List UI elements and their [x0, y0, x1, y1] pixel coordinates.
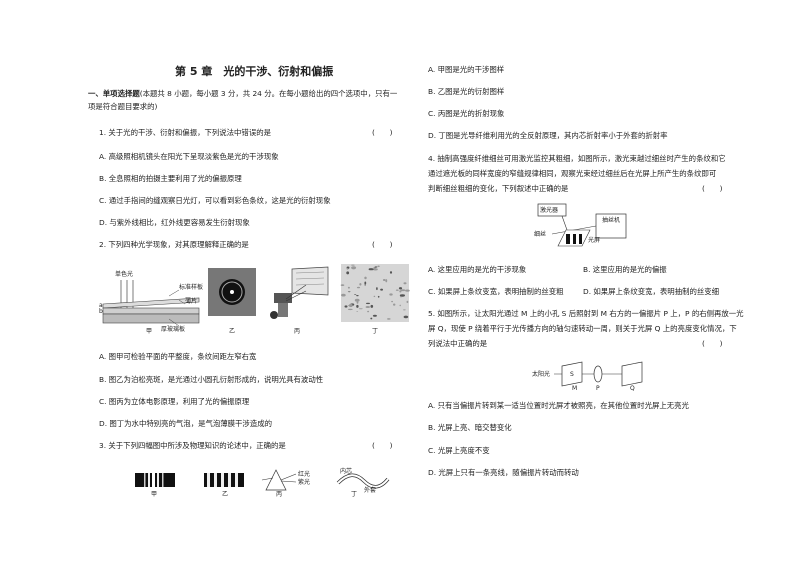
label-sun: 太阳光 — [532, 370, 550, 378]
q4-option-b: B. 这里应用的是光的偏振 — [583, 265, 667, 274]
q1-option-c: C. 通过手指间的缝观察日光灯，可以看到彩色条纹，这是光的衍射现象 — [99, 196, 331, 205]
q2-option-b: B. 图乙为泊松亮斑，是光通过小圆孔衍射形成的，说明光具有波动性 — [99, 375, 324, 384]
q3-option-c: C. 丙图是光的折射现象 — [428, 109, 505, 118]
q4-stem-line3: 判断细丝粗细的变化，下列叙述中正确的是 — [428, 184, 569, 193]
q5-stem-line2: 屏 Q，现使 P 绕着平行于光传播方向的轴匀速转动一周，则关于光屏 Q 上的亮度… — [428, 324, 737, 333]
label-light: 单色光 — [115, 270, 133, 278]
label-s: S — [570, 371, 574, 378]
q2-stem: 2. 下列四种光学现象，对其原理解释正确的是 — [99, 240, 249, 249]
q1-option-b: B. 全息照相的拍摄主要利用了光的偏振原理 — [99, 174, 242, 183]
q3-figure-ding: 内芯 外套 — [336, 467, 390, 494]
q5-option-d: D. 光屏上只有一条亮线，随偏振片转动而转动 — [428, 468, 579, 477]
q3-caption-ding: 丁 — [351, 491, 358, 498]
section-instr-line2: 项是符合题目要求的) — [88, 102, 158, 111]
q3-caption-bing: 丙 — [276, 491, 283, 498]
q4-option-d: D. 如果屏上条纹变宽，表明抽制的丝变细 — [583, 287, 720, 296]
label-screen: 光屏 — [588, 236, 600, 244]
q2-caption-jia: 甲 — [146, 328, 153, 335]
q4-option-a: A. 这里应用的是光的干涉现象 — [428, 265, 527, 274]
q2-figure-yi — [208, 268, 256, 316]
label-laser: 激光器 — [540, 206, 558, 214]
q5-stem-line1: 5. 如图所示，让太阳光通过 M 上的小孔 S 后照射到 M 右方的一偏振片 P… — [428, 309, 744, 318]
q5-option-c: C. 光屏上亮度不变 — [428, 446, 490, 455]
q3-caption-jia: 甲 — [151, 491, 158, 498]
q3-figure-jia — [135, 473, 175, 487]
q2-option-c: C. 图丙为立体电影原理，利用了光的偏振原理 — [99, 397, 250, 406]
label-p: P — [596, 385, 600, 392]
label-inner: 内芯 — [340, 467, 352, 475]
q5-option-a: A. 只有当偏振片转到某一适当位置时光屏才被照亮，在其他位置时光屏上无亮光 — [428, 401, 689, 410]
label-b: b — [99, 308, 103, 315]
q4-option-c: C. 如果屏上条纹变宽，表明抽制的丝变粗 — [428, 287, 564, 296]
q2-caption-bing: 丙 — [294, 328, 301, 335]
q2-option-d: D. 图丁为水中特别亮的气泡，是气泡薄膜干涉造成的 — [99, 419, 272, 428]
q3-option-b: B. 乙图是光的衍射图样 — [428, 87, 505, 96]
q4-paren: ( ) — [702, 184, 723, 193]
label-q: Q — [630, 385, 635, 392]
label-pull: 抽丝机 — [602, 216, 620, 224]
q3-option-d: D. 丁图是光导纤维利用光的全反射原理，其内芯折射率小于外套的折射率 — [428, 131, 668, 140]
q5-option-b: B. 光屏上亮、暗交替变化 — [428, 423, 512, 432]
section-instr-line1: (本题共 8 小题，每小题 3 分，共 24 分。在每小题给出的四个选项中，只有… — [139, 89, 398, 98]
q2-figure-ding — [340, 264, 410, 322]
q1-stem: 1. 关于光的干涉、衍射和偏振，下列说法中错误的是 — [99, 128, 271, 137]
q1-option-d: D. 与紫外线相比，红外线更容易发生衍射现象 — [99, 218, 250, 227]
label-violet: 紫光 — [298, 478, 310, 486]
section-heading: 一、单项选择题 — [88, 89, 140, 98]
q3-caption-yi: 乙 — [222, 491, 229, 498]
label-base: 厚玻璃板 — [161, 325, 185, 333]
section-instructions: 一、单项选择题(本题共 8 小题，每小题 3 分，共 24 分。在每小题给出的四… — [88, 89, 397, 98]
q2-figure-bing — [270, 266, 329, 319]
q4-stem-line2: 通过遮光板的同样宽度的窄缝规律相同，观察光束经过细丝后在光屏上所产生的条纹即可 — [428, 169, 717, 178]
q2-figure-jia: 单色光 标准样板 薄片 厚玻璃板 a b — [99, 270, 203, 333]
q3-figure-yi — [204, 473, 244, 487]
q2-caption-yi: 乙 — [229, 328, 236, 335]
q5-stem-line3: 列说法中正确的是 — [428, 339, 488, 348]
chapter-title: 第 5 章 光的干涉、衍射和偏振 — [175, 65, 334, 78]
q3-option-a: A. 甲图是光的干涉图样 — [428, 65, 505, 74]
q2-option-a: A. 图甲可检验平面的平整度，条纹间距左窄右宽 — [99, 352, 257, 361]
q2-caption-ding: 丁 — [372, 328, 379, 335]
q5-paren: ( ) — [702, 339, 723, 348]
label-plate: 标准样板 — [179, 283, 203, 291]
q1-paren: ( ) — [372, 128, 393, 137]
q5-figure: 太阳光 S M P Q — [532, 361, 643, 392]
label-m: M — [572, 385, 577, 392]
label-fiber: 细丝 — [534, 230, 546, 238]
q3-paren: ( ) — [372, 441, 393, 450]
label-a: a — [99, 302, 103, 309]
q2-paren: ( ) — [372, 240, 393, 249]
label-sheet: 薄片 — [185, 297, 197, 305]
label-red: 红光 — [298, 470, 310, 478]
q3-figure-bing: 红光 紫光 — [261, 469, 310, 491]
label-outer: 外套 — [364, 486, 376, 494]
q4-stem-line1: 4. 抽制高强度纤维细丝可用激光监控其粗细，如图所示，激光束越过细丝时产生的条纹… — [428, 154, 726, 163]
q4-figure: 激光器 抽丝机 细丝 光屏 — [534, 203, 627, 247]
q3-stem: 3. 关于下列四幅图中所涉及物理知识的论述中，正确的是 — [99, 441, 286, 450]
q1-option-a: A. 高级照相机镜头在阳光下呈现淡紫色是光的干涉现象 — [99, 152, 279, 161]
